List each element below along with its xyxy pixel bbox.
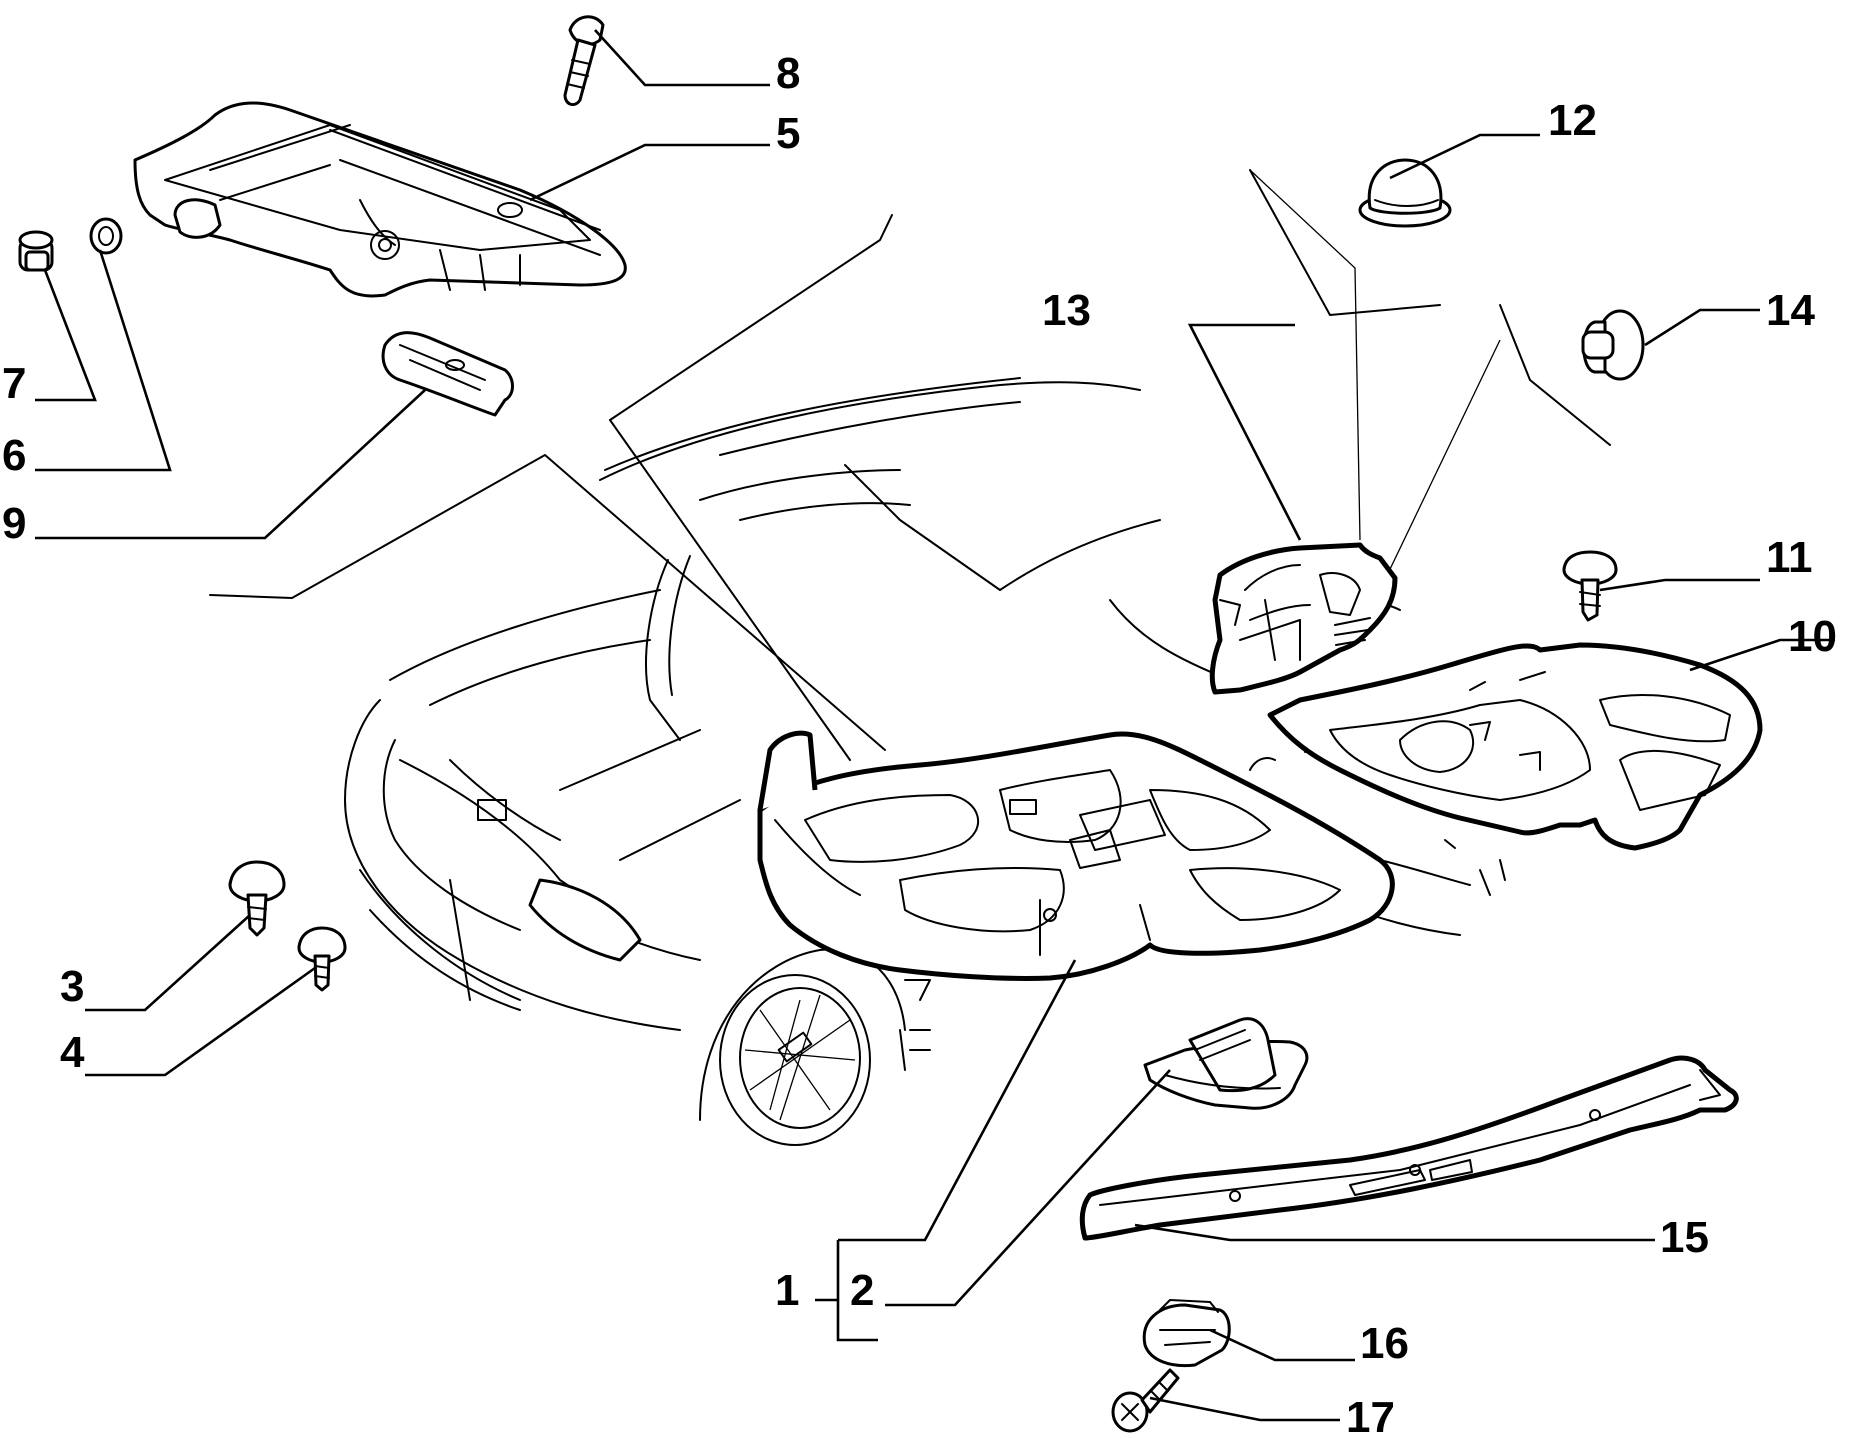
- floor-carpet-assembly: [757, 730, 1395, 981]
- callout-11: 11: [1766, 533, 1813, 582]
- part-10-rear-carpet: [1267, 642, 1763, 851]
- callout-7: 7: [2, 359, 26, 408]
- part-6-washer: [89, 217, 123, 255]
- part-15-sill-trim: [1079, 1055, 1739, 1241]
- part-11-screw: [1562, 550, 1618, 622]
- callout-6: 6: [2, 431, 26, 480]
- callout-17: 17: [1346, 1393, 1395, 1439]
- callout-labels: 8 5 7 6 9 12 13 14 11 10 3 4 15 1 2 16 1…: [2, 49, 1837, 1439]
- callout-2: 2: [850, 1266, 874, 1315]
- part-7-grommet: [18, 230, 54, 272]
- part-13-insulation-panel: [1209, 542, 1398, 695]
- part-14-plug: [1581, 309, 1645, 381]
- part-8-bolt: [563, 15, 605, 107]
- callout-8: 8: [776, 49, 800, 98]
- leader-lines: [35, 29, 1835, 1422]
- part-4-fastener: [297, 926, 347, 992]
- callout-4: 4: [60, 1028, 85, 1077]
- callout-9: 9: [2, 499, 26, 548]
- part-9-clip: [381, 331, 514, 417]
- callout-12: 12: [1548, 96, 1597, 145]
- callout-3: 3: [60, 962, 84, 1011]
- car-body-outline: [209, 169, 1611, 1146]
- part-5-trim-cover: [133, 101, 627, 298]
- callout-5: 5: [776, 109, 800, 158]
- callout-13: 13: [1042, 286, 1091, 335]
- part-2-heel-pad: [1143, 1017, 1309, 1110]
- callout-16: 16: [1360, 1319, 1409, 1368]
- callout-14: 14: [1766, 286, 1815, 335]
- part-16-clip: [1142, 1299, 1231, 1368]
- part-3-fastener: [228, 860, 286, 937]
- callout-15: 15: [1660, 1213, 1709, 1262]
- callout-1: 1: [775, 1266, 799, 1315]
- part-17-screw: [1111, 1368, 1180, 1433]
- part-12-cap: [1358, 158, 1452, 228]
- callout-10: 10: [1788, 612, 1837, 661]
